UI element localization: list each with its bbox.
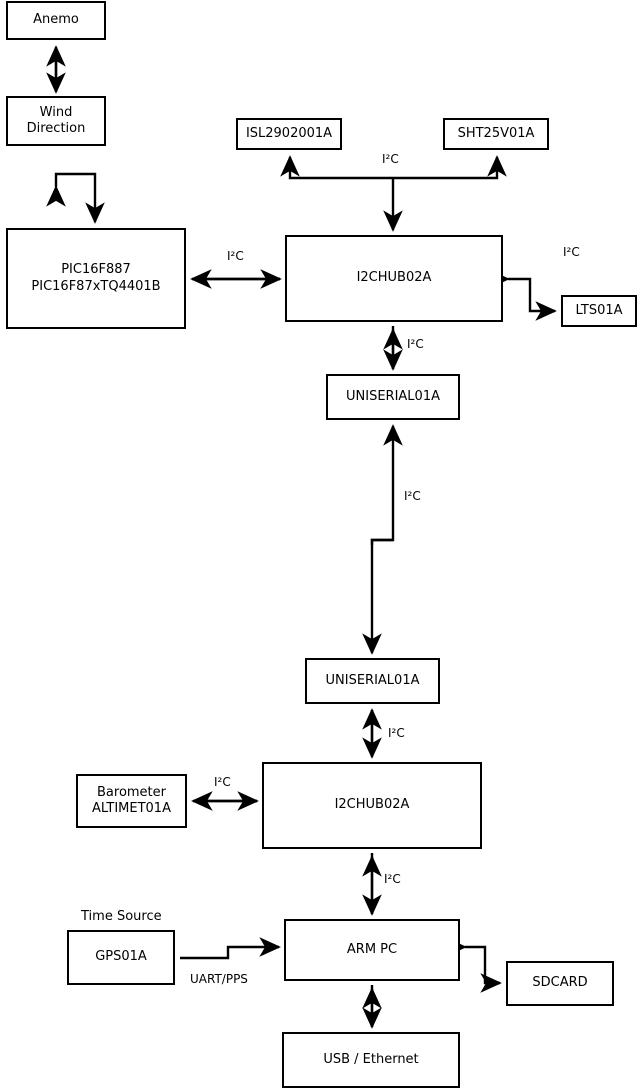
edge-uniser-uniser-down [362, 538, 393, 655]
node-i2chub02a-top[interactable]: I2CHUB02A [285, 235, 503, 322]
edge-hub-lts [488, 269, 557, 321]
node-lts01a-label: LTS01A [575, 302, 623, 318]
node-gps01a[interactable]: GPS01A [67, 930, 175, 985]
edge-label-i2c-hub-uniserial: I²C [407, 337, 424, 351]
edge-label-i2c-sensors-hub: I²C [382, 152, 399, 166]
edge-armpc-sdcard [445, 937, 502, 993]
label-time-source: Time Source [81, 909, 162, 924]
node-wind-direction-label: Wind Direction [26, 104, 86, 136]
edge-label-i2c-barometer-hub2: I²C [214, 775, 231, 789]
edge-uniser-uniser-up [370, 424, 403, 545]
node-uniserial01a-upper-label: UNISERIAL01A [346, 388, 440, 404]
node-barometer-altimet01a-label: Barometer ALTIMET01A [92, 784, 171, 816]
node-uniserial01a-lower[interactable]: UNISERIAL01A [305, 658, 440, 704]
edge-label-i2c-uniserial-uniserial: I²C [404, 489, 421, 503]
edge-bus-to-isl [280, 155, 393, 180]
node-sht25v01a-label: SHT25V01A [457, 125, 535, 141]
node-i2chub02a-top-label: I2CHUB02A [356, 270, 432, 286]
node-isl2902001a[interactable]: ISL2902001A [236, 118, 342, 150]
node-arm-pc[interactable]: ARM PC [284, 919, 460, 981]
node-isl2902001a-label: ISL2902001A [245, 125, 333, 141]
node-sdcard-label: SDCARD [532, 975, 588, 991]
node-usb-ethernet-label: USB / Ethernet [323, 1051, 419, 1067]
edge-label-uart-pps: UART/PPS [190, 972, 248, 986]
node-pic-microcontroller-label: PIC16F887 PIC16F87xTQ4401B [31, 262, 161, 294]
node-sdcard[interactable]: SDCARD [506, 961, 614, 1006]
node-wind-direction[interactable]: Wind Direction [6, 96, 106, 146]
node-uniserial01a-lower-label: UNISERIAL01A [325, 672, 420, 688]
node-uniserial01a-upper[interactable]: UNISERIAL01A [326, 374, 460, 420]
node-lts01a[interactable]: LTS01A [561, 295, 637, 327]
node-anemo[interactable]: Anemo [6, 1, 106, 40]
node-i2chub02a-bottom-label: I2CHUB02A [334, 797, 410, 813]
edge-label-i2c-hub2-armpc: I²C [384, 872, 401, 886]
node-usb-ethernet[interactable]: USB / Ethernet [282, 1032, 460, 1088]
edge-label-i2c-hub-lts: I²C [563, 245, 580, 259]
node-i2chub02a-bottom[interactable]: I2CHUB02A [262, 762, 482, 849]
edge-gps-armpc [180, 937, 281, 960]
node-sht25v01a[interactable]: SHT25V01A [443, 118, 549, 150]
node-arm-pc-label: ARM PC [346, 941, 398, 957]
node-anemo-label: Anemo [33, 12, 79, 28]
edge-label-i2c-uniserial-hub2: I²C [388, 726, 405, 740]
node-gps01a-label: GPS01A [95, 949, 147, 965]
edge-pic-wind [46, 172, 105, 224]
edge-bus-to-sht [393, 155, 507, 180]
edge-label-i2c-pic-hub: I²C [227, 249, 244, 263]
node-barometer-altimet01a[interactable]: Barometer ALTIMET01A [76, 774, 187, 828]
node-pic-microcontroller[interactable]: PIC16F887 PIC16F87xTQ4401B [6, 228, 186, 329]
